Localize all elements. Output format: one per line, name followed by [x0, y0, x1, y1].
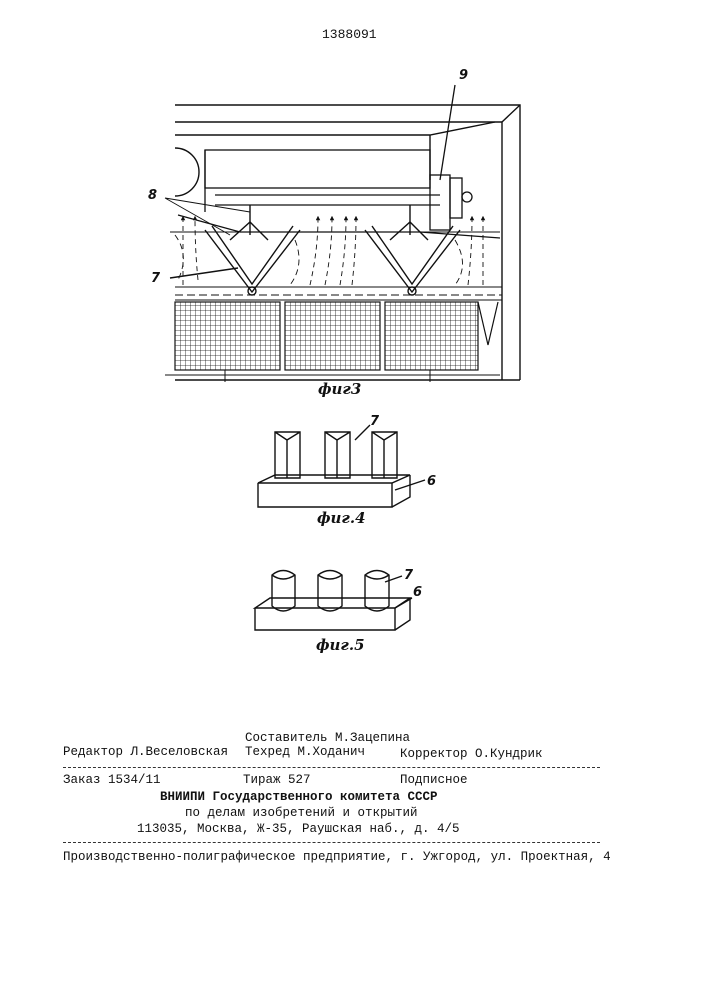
- imprint-org-address: 113035, Москва, Ж-35, Раушская наб., д. …: [137, 822, 460, 836]
- imprint-techred: Техред М.Ходанич: [245, 745, 365, 759]
- imprint-corrector: Корректор О.Кундрик: [400, 747, 543, 761]
- fig5-label-7: 7: [404, 568, 413, 583]
- fig5-caption: фиг.5: [316, 636, 365, 654]
- imprint-org-line1: ВНИИПИ Государственного комитета СССР: [160, 790, 438, 804]
- imprint-print-run: Тираж 527: [243, 773, 311, 787]
- imprint-order: Заказ 1534/11: [63, 773, 161, 787]
- imprint-divider-2: [63, 842, 600, 843]
- imprint-printer: Производственно-полиграфическое предприя…: [63, 850, 611, 864]
- imprint-divider-1: [63, 767, 600, 768]
- imprint-org-line2: по делам изобретений и открытий: [185, 806, 418, 820]
- imprint-subscription: Подписное: [400, 773, 468, 787]
- fig5-label-6: 6: [413, 585, 422, 600]
- imprint-editor: Редактор Л.Веселовская: [63, 745, 228, 759]
- imprint-compiler: Составитель М.Зацепина: [245, 731, 410, 745]
